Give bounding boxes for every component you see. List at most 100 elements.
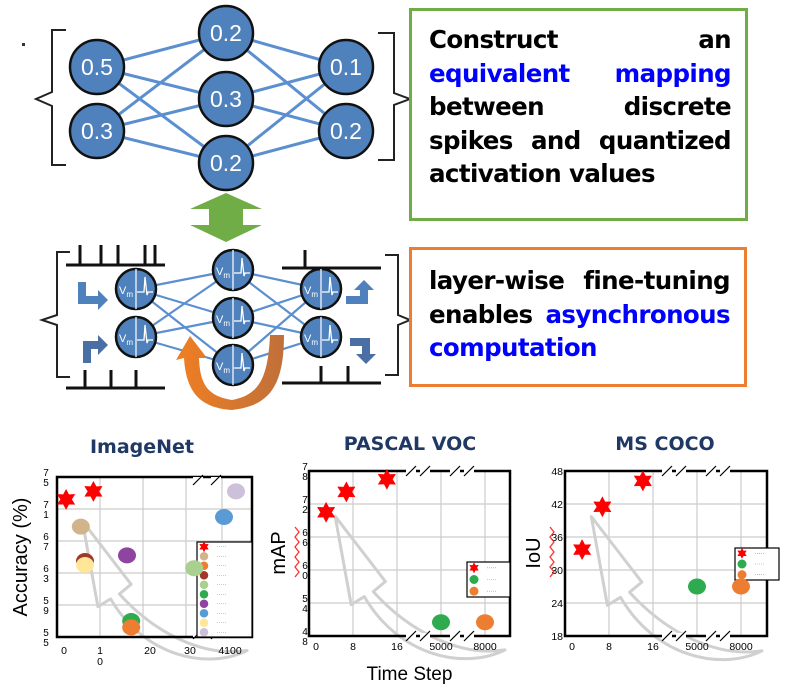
right-bracket <box>378 32 413 161</box>
word: discrete <box>623 92 732 121</box>
input-arrow-icon <box>83 335 108 363</box>
x-tick-label: 0 <box>569 641 575 653</box>
spellcheck-squiggle <box>294 526 300 578</box>
baseline-model-marker <box>76 557 94 573</box>
y-tick-label: 4 <box>302 604 308 615</box>
y-tick-label: 6 <box>302 561 308 572</box>
legend-marker <box>469 586 479 596</box>
left-bracket <box>38 251 70 378</box>
y-tick-label: 7 <box>43 500 49 511</box>
spiking-model-star-marker <box>84 480 103 502</box>
y-tick-label: 18 <box>551 631 563 643</box>
axis-break-mark <box>463 465 475 477</box>
y-tick-label: 6 <box>43 532 49 543</box>
x-tick-label: 16 <box>647 641 659 653</box>
input-neuron-value: 0.5 <box>81 54 113 80</box>
membrane-potential-subscript: m <box>311 338 318 347</box>
highlighted-word: computation <box>429 333 598 362</box>
legend-star-marker <box>469 562 479 574</box>
spike-waveform-icon <box>322 276 338 296</box>
membrane-potential-subscript: m <box>223 366 230 375</box>
word: enables <box>429 299 533 329</box>
legend-marker <box>199 627 209 637</box>
legend-marker <box>199 618 209 628</box>
hidden-neuron-value: 0.3 <box>210 86 242 112</box>
y-tick-label: 9 <box>43 606 49 617</box>
y-tick-label: 5 <box>43 638 49 649</box>
baseline-model-marker <box>432 614 450 631</box>
y-tick-label: 42 <box>551 499 563 511</box>
output-neuron-value: 0.2 <box>330 118 362 144</box>
y-axis-label: IoU <box>523 537 545 568</box>
hidden-neuron <box>197 70 255 128</box>
y-tick-label: 24 <box>551 598 563 610</box>
input-neuron <box>68 38 126 96</box>
bidirectional-arrow-icon <box>190 193 262 242</box>
membrane-potential-subscript: m <box>311 290 318 299</box>
word: Construct <box>429 25 559 54</box>
legend-marker <box>737 559 747 569</box>
spiking-model-star-marker <box>377 468 396 490</box>
x-tick-label: 8000 <box>729 641 753 653</box>
x-tick-label: 20 <box>144 645 156 657</box>
spike-waveform-icon <box>234 305 250 325</box>
membrane-potential-subscript: m <box>223 271 230 280</box>
y-tick-label: 6 <box>302 538 308 549</box>
spike-waveform-icon <box>137 324 153 344</box>
y-tick-label: 36 <box>551 532 563 544</box>
axis-break-mark <box>405 465 417 477</box>
legend-marker <box>737 570 747 580</box>
ann-network: 0.50.30.20.30.20.10.2 <box>22 4 413 242</box>
y-tick-label: 8 <box>302 637 308 648</box>
output-arrow-icon <box>346 280 374 304</box>
spiking-model-star-marker <box>337 481 356 503</box>
highlighted-word: mapping <box>614 58 732 88</box>
axis-break-mark <box>661 465 673 477</box>
y-tick-label: 48 <box>551 466 563 478</box>
axis-break-mark <box>192 474 204 486</box>
legend-marker <box>199 608 209 618</box>
dot-mark <box>22 43 25 46</box>
output-neuron-value: 0.1 <box>330 54 362 80</box>
chart-title-ms-coco: MS COCO <box>615 433 715 455</box>
y-tick-label: 4 <box>302 627 308 638</box>
input-arrow-icon <box>78 282 108 310</box>
legend-marker <box>199 580 209 590</box>
legend-marker <box>199 551 209 561</box>
axis-break-mark <box>210 474 222 486</box>
spike-waveform-icon <box>234 352 250 372</box>
legend-star-marker <box>199 541 209 553</box>
hidden-neuron <box>197 134 255 192</box>
spiking-model-star-marker <box>633 470 652 492</box>
axis-break-mark <box>419 465 431 477</box>
word: layer-wise <box>429 266 565 295</box>
legend-star-marker <box>737 547 747 559</box>
axis-break-mark <box>719 630 731 642</box>
left-bracket <box>33 29 66 166</box>
y-tick-label: 1 <box>43 510 49 521</box>
baseline-model-marker <box>185 560 204 577</box>
y-tick-label: 7 <box>43 468 49 479</box>
spiking-model-star-marker <box>573 539 592 561</box>
x-tick-label: 5000 <box>429 641 453 653</box>
input-neuron-value: 0.3 <box>81 118 113 144</box>
axis-break-mark <box>675 630 687 642</box>
word: an <box>698 25 731 54</box>
hidden-neuron-value: 0.2 <box>210 150 242 176</box>
spiking-model-star-marker <box>56 488 76 510</box>
text-line: activation values <box>429 157 731 191</box>
x-tick-label: 0 <box>313 641 319 653</box>
word: spikes <box>429 125 513 155</box>
x-tick-label: 5000 <box>685 641 709 653</box>
hidden-neuron <box>197 4 255 62</box>
axis-break-mark <box>449 630 461 642</box>
y-tick-label: 5 <box>43 478 49 489</box>
word: and <box>530 125 581 155</box>
spike-waveform-icon <box>137 276 153 296</box>
baseline-model-marker <box>227 483 245 500</box>
